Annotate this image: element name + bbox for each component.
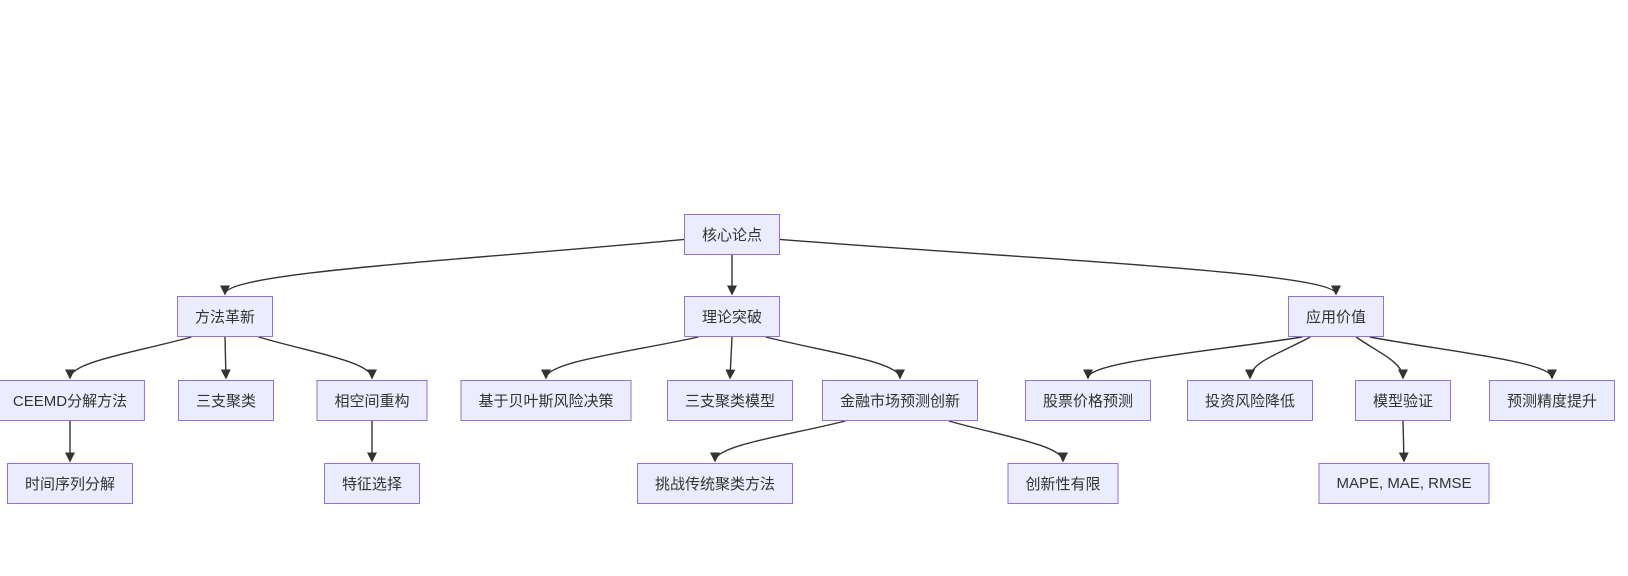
edge-application-value-to-invest-risk-reduce <box>1245 336 1311 380</box>
node-invest-risk-reduce: 投资风险降低 <box>1186 380 1314 421</box>
node-method-innovation: 方法革新 <box>176 296 274 337</box>
node-model-validation: 模型验证 <box>1354 380 1452 421</box>
edge-model-validation-to-error-metrics <box>1398 420 1409 463</box>
edge-fin-market-innov-to-limited-novelty <box>948 420 1068 463</box>
node-theory-breakthrough: 理论突破 <box>683 296 781 337</box>
edge-core-thesis-to-method-innovation <box>220 238 685 296</box>
node-forecast-accuracy: 预测精度提升 <box>1488 380 1616 421</box>
edge-application-value-to-model-validation <box>1355 336 1408 380</box>
node-ts-decomposition: 时间序列分解 <box>6 463 134 504</box>
edge-theory-breakthrough-to-fin-market-innov <box>765 336 905 380</box>
edge-fin-market-innov-to-challenge-clustering <box>710 420 846 463</box>
edge-application-value-to-forecast-accuracy <box>1369 336 1557 380</box>
edge-core-thesis-to-application-value <box>779 238 1341 296</box>
edge-theory-breakthrough-to-bayes-risk-decision <box>541 336 699 380</box>
node-feature-selection: 特征选择 <box>323 463 421 504</box>
node-three-way-clustering: 三支聚类 <box>177 380 275 421</box>
node-fin-market-innov: 金融市场预测创新 <box>821 380 979 421</box>
edge-method-innovation-to-three-way-clustering <box>220 336 231 380</box>
node-stock-price-forecast: 股票价格预测 <box>1024 380 1152 421</box>
node-application-value: 应用价值 <box>1287 296 1385 337</box>
edge-method-innovation-to-ceemd-method <box>65 336 192 380</box>
node-phase-space-recon: 相空间重构 <box>316 380 428 421</box>
node-limited-novelty: 创新性有限 <box>1007 463 1119 504</box>
node-ceemd-method: CEEMD分解方法 <box>0 380 146 421</box>
node-core-thesis: 核心论点 <box>683 214 781 255</box>
edge-method-innovation-to-phase-space-recon <box>258 336 377 380</box>
edge-application-value-to-stock-price-forecast <box>1083 336 1303 380</box>
node-bayes-risk-decision: 基于贝叶斯风险决策 <box>460 380 632 421</box>
node-challenge-clustering: 挑战传统聚类方法 <box>636 463 794 504</box>
node-error-metrics: MAPE, MAE, RMSE <box>1318 463 1490 504</box>
edge-theory-breakthrough-to-twc-model <box>725 336 736 380</box>
node-twc-model: 三支聚类模型 <box>666 380 794 421</box>
